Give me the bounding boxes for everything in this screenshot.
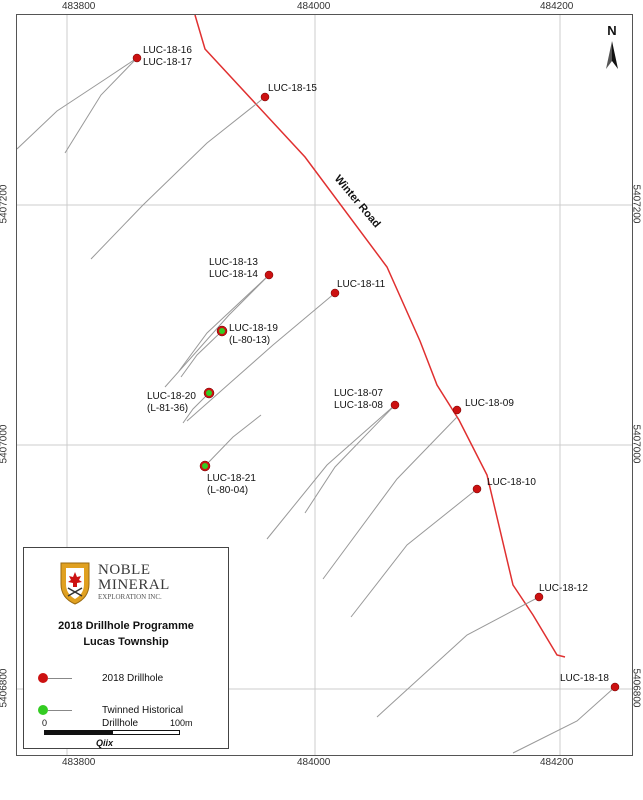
legend-green-dot-icon <box>38 705 48 715</box>
scale-start-label: 0 <box>42 718 48 728</box>
scale-end-label: 100m <box>170 718 193 728</box>
easting-label-bottom-2: 484000 <box>297 757 331 768</box>
trace-luc-18-18 <box>512 686 616 754</box>
logo-text-line2: MINERAL <box>98 577 170 593</box>
trace-luc-18-17 <box>64 57 138 154</box>
legend-panel: NOBLE MINERAL EXPLORATION INC. 2018 Dril… <box>23 547 229 749</box>
winter-road <box>194 15 566 658</box>
trace-luc-18-09 <box>322 416 458 580</box>
trace-luc-18-11 <box>186 292 336 422</box>
trace-luc-18-21 <box>204 414 262 467</box>
logo-text-line1: NOBLE <box>98 562 151 578</box>
trace-luc-18-19 <box>180 330 223 378</box>
scale-bar-white-segment <box>112 730 180 735</box>
legend-title-line2: Lucas Township <box>83 636 169 648</box>
easting-label-bottom-1: 483800 <box>62 757 96 768</box>
drillhole-marker-luc-18-10 <box>472 484 482 494</box>
drillhole-label-luc-18-12: LUC-18-12 <box>539 583 588 594</box>
drillhole-label-luc-18-11: LUC-18-11 <box>337 279 386 290</box>
trace-luc-18-14 <box>178 274 270 372</box>
drillhole-marker-luc-18-18 <box>610 682 620 692</box>
scale-bar: 0 100m Qiix <box>42 718 194 748</box>
drillhole-marker-luc-18-09 <box>452 405 462 415</box>
north-arrow-icon <box>606 41 618 69</box>
drillhole-markers <box>132 53 620 692</box>
drillhole-label-luc-18-10: LUC-18-10 <box>487 477 536 488</box>
trace-luc-18-08 <box>304 404 396 514</box>
north-letter: N <box>607 23 617 38</box>
legend-item-label: 2018 Drillhole <box>102 673 164 684</box>
trace-luc-18-15 <box>90 96 266 260</box>
trace-luc-18-12 <box>376 596 540 718</box>
drillhole-marker-luc-18-11 <box>330 288 340 298</box>
easting-label-top-1: 483800 <box>62 1 96 12</box>
brand-mark: Qiix <box>96 738 114 748</box>
legend-title-line1: 2018 Drillhole Programme <box>58 620 194 632</box>
trace-luc-18-10 <box>350 488 478 618</box>
drillhole-label-luc-18-21: LUC-18-21(L-80-04) <box>207 473 256 496</box>
trace-luc-18-16 <box>17 57 138 150</box>
legend-red-dot-icon <box>38 673 48 683</box>
northing-label-left-3: 5406800 <box>0 668 10 708</box>
drillhole-marker-luc-18-21-twin <box>202 463 208 469</box>
legend-trace-line <box>48 710 72 711</box>
scale-bar-graphic <box>44 730 180 735</box>
trace-luc-18-20 <box>182 392 210 424</box>
drillhole-marker-luc-18-13 <box>264 270 274 280</box>
trace-luc-18-13 <box>164 274 270 388</box>
drillhole-marker-luc-18-12 <box>534 592 544 602</box>
drillhole-marker-luc-18-15 <box>260 92 270 102</box>
drillhole-marker-luc-18-19-twin <box>219 328 225 334</box>
drillhole-traces <box>17 57 616 754</box>
trace-luc-18-07 <box>266 404 396 540</box>
legend-trace-line <box>48 678 72 679</box>
drillhole-marker-luc-18-07 <box>390 400 400 410</box>
drillhole-marker-luc-18-16 <box>132 53 142 63</box>
drillhole-label-luc-18-15: LUC-18-15 <box>268 83 317 94</box>
northing-label-left-1: 5407200 <box>0 184 10 224</box>
north-arrow: N <box>603 23 621 71</box>
logo-text-line3: EXPLORATION INC. <box>98 593 162 601</box>
logo-shield-icon <box>60 562 90 605</box>
scale-bar-black-segment <box>44 730 112 735</box>
drillhole-label-luc-18-09: LUC-18-09 <box>465 398 514 409</box>
easting-label-bottom-3: 484200 <box>540 757 574 768</box>
drillhole-label-luc-18-19: LUC-18-19(L-80-13) <box>229 323 278 346</box>
easting-label-top-3: 484200 <box>540 1 574 12</box>
northing-label-left-2: 5407000 <box>0 424 10 464</box>
drillhole-label-luc-18-20: LUC-18-20(L-81-36) <box>147 391 196 414</box>
easting-label-top-2: 484000 <box>297 1 331 12</box>
legend-item-2018-drillhole: 2018 Drillhole <box>24 668 228 698</box>
company-logo: NOBLE MINERAL EXPLORATION INC. <box>58 560 188 608</box>
drillhole-marker-luc-18-20-twin <box>206 390 212 396</box>
drillhole-label-luc-18-18: LUC-18-18 <box>560 673 609 684</box>
